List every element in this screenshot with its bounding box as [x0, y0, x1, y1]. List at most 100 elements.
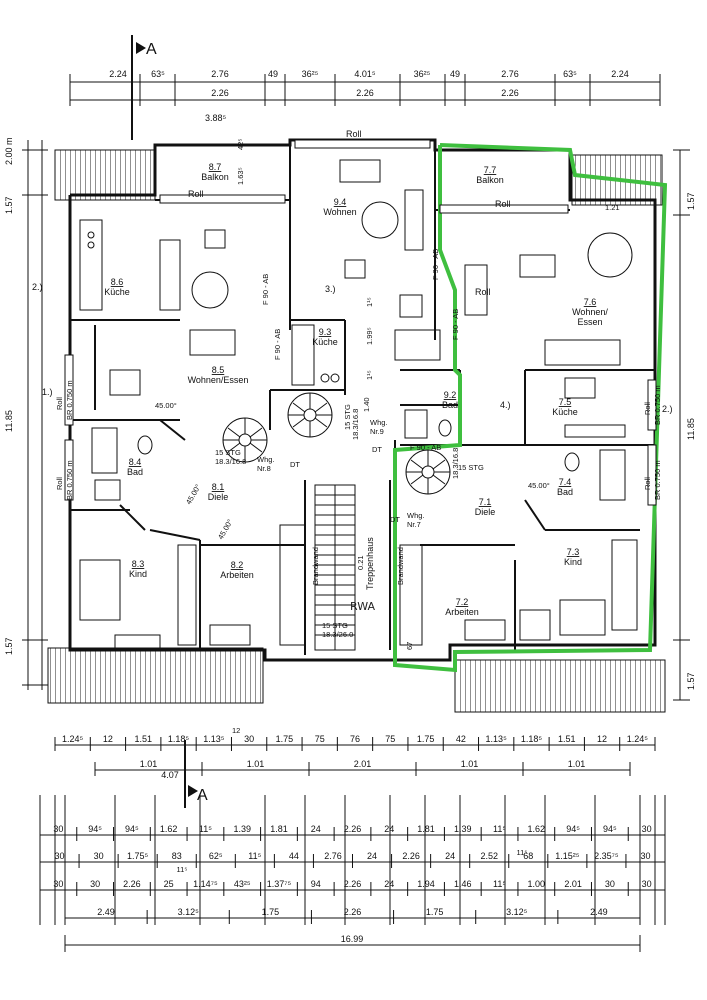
room-r75-line-0: 7.5: [559, 397, 572, 407]
room-r92-line-0: 9.2: [444, 390, 457, 400]
room-r81-line-1: Diele: [208, 492, 229, 502]
room-r73-line-1: Kind: [564, 557, 582, 567]
whg7-2: Nr.7: [407, 520, 421, 529]
bottom-row-c-16: 30: [642, 824, 652, 834]
bottom-row-b-extra: 4.07: [161, 770, 179, 780]
bottom-row-d-4: 62⁵: [209, 851, 223, 861]
bottom-row-f-4: 1.75: [426, 907, 444, 917]
bottom-row-d-2: 1.75⁵: [127, 851, 149, 861]
dim-1635: 1.63⁵: [236, 167, 245, 185]
outer-walls: [68, 138, 657, 662]
room-r72-line-0: 7.2: [456, 597, 469, 607]
dim-121: 1.21: [605, 203, 620, 212]
room-r76-line-1: Wohnen/: [572, 307, 608, 317]
label-br-left-1: BR 0.750 m: [65, 380, 74, 420]
bottom-row-d-0: 30: [55, 851, 65, 861]
label-brandwand-2: Brandwand: [396, 547, 405, 585]
dim-3885: 3.88⁵: [205, 113, 227, 123]
left-dimension-chain: [22, 140, 48, 690]
bottom-row-e-0: 30: [53, 879, 63, 889]
note-4: 4.): [500, 400, 511, 410]
bottom-row-d-10: 24: [445, 851, 455, 861]
spiral-stair-center: [287, 392, 333, 438]
bottom-row-b-1: 1.01: [247, 759, 265, 769]
bottom-row-d-1: 30: [94, 851, 104, 861]
bottom-row-e-2: 2.26: [123, 879, 141, 889]
room-r84-line-1: Bad: [127, 467, 143, 477]
bottom-row-a-10: 1.75: [417, 734, 435, 744]
note-2-right: 2.): [662, 404, 673, 414]
room-r94-line-0: 9.4: [334, 197, 347, 207]
top-dimension-chain: [69, 74, 661, 106]
room-labels: 8.7Balkon9.4Wohnen7.7Balkon8.6Küche9.3Kü…: [104, 162, 608, 617]
whg8-1: Whg.: [257, 455, 275, 464]
bottom-row-c-0: 30: [53, 824, 63, 834]
stg-left-2: 18.3/16.8: [215, 457, 246, 466]
note-3: 3.): [325, 284, 336, 294]
bottom-row-e-10: 1.94: [417, 879, 435, 889]
dim-12: 12: [232, 726, 240, 735]
bottom-row-e-16: 30: [642, 879, 652, 889]
bottom-dimension-lines: [39, 737, 666, 952]
section-marker-top: A: [131, 35, 157, 140]
top-dim-8: 2.76: [501, 69, 519, 79]
stg-center-2: 18.3/16.8: [351, 409, 360, 440]
room-r86-line-1: Küche: [104, 287, 130, 297]
top-dim-row2-2: 2.26: [501, 88, 519, 98]
room-r84-line-0: 8.4: [129, 457, 142, 467]
whg9-2: Nr.9: [370, 427, 384, 436]
left-dim-2: 11.85: [4, 410, 14, 432]
bottom-row-c-8: 2.26: [344, 824, 362, 834]
bottom-row-a-2: 1.51: [134, 734, 152, 744]
room-r93-line-1: Küche: [312, 337, 338, 347]
left-dim-0: 2.00 m: [4, 137, 14, 165]
bottom-row-f-0: 2.49: [97, 907, 115, 917]
bottom-row-a-6: 1.75: [276, 734, 294, 744]
right-dim-0: 1.57: [686, 192, 696, 210]
bottom-row-d-12: 68: [523, 851, 533, 861]
bottom-row-c-11: 1.39: [454, 824, 472, 834]
label-roll-3: Roll: [495, 199, 511, 209]
right-dim-1: 11.85: [686, 418, 696, 440]
label-roll-left-1: Roll: [55, 397, 64, 410]
window-strips: [64, 139, 657, 506]
bottom-row-c-1: 94⁵: [88, 824, 102, 834]
bottom-row-a-1: 12: [103, 734, 113, 744]
bottom-row-d-sub-1: 11⁵: [517, 848, 528, 857]
bottom-row-e-11: 1.46: [454, 879, 472, 889]
note-2-left: 2.): [32, 282, 43, 292]
bottom-row-e-4: 1.14⁷⁵: [193, 879, 218, 889]
bottom-row-c-13: 1.62: [528, 824, 546, 834]
balcony-hatch-bottom-left: [47, 647, 264, 704]
label-treppen-area: 0.21: [356, 555, 365, 570]
whg8-2: Nr.8: [257, 464, 271, 473]
dim-1995: 1.99⁵: [365, 327, 374, 345]
room-r86-line-0: 8.6: [111, 277, 124, 287]
bottom-row-d-15: 30: [640, 851, 650, 861]
top-dim-9: 63⁵: [563, 69, 577, 79]
label-roll-2: Roll: [346, 129, 362, 139]
stg-bottom-2: 18.3/26.0: [322, 630, 353, 639]
bottom-row-a-15: 12: [597, 734, 607, 744]
top-dim-4: 36²⁵: [302, 69, 319, 79]
label-f90-3: F 90 - AB: [431, 249, 440, 280]
bottom-row-e-7: 94: [311, 879, 321, 889]
dt-2: DT: [372, 445, 382, 454]
bottom-row-c-6: 1.81: [270, 824, 288, 834]
room-r74-line-0: 7.4: [559, 477, 572, 487]
room-r82-line-0: 8.2: [231, 560, 244, 570]
bottom-row-a-5: 30: [244, 734, 254, 744]
dim-67: 67: [405, 642, 414, 650]
room-r74-line-1: Bad: [557, 487, 573, 497]
bottom-row-a-16: 1.24⁵: [627, 734, 649, 744]
furniture: [79, 159, 638, 651]
bottom-row-f-5: 3.12⁵: [506, 907, 528, 917]
bottom-row-d-7: 2.76: [324, 851, 342, 861]
label-br-left-2: BR 0.750 m: [65, 460, 74, 500]
bottom-row-a-4: 1.13⁵: [203, 734, 225, 744]
top-dim-7: 49: [450, 69, 460, 79]
top-dim-3: 49: [268, 69, 278, 79]
room-r82-line-1: Arbeiten: [220, 570, 254, 580]
bottom-row-a-3: 1.18⁵: [168, 734, 190, 744]
